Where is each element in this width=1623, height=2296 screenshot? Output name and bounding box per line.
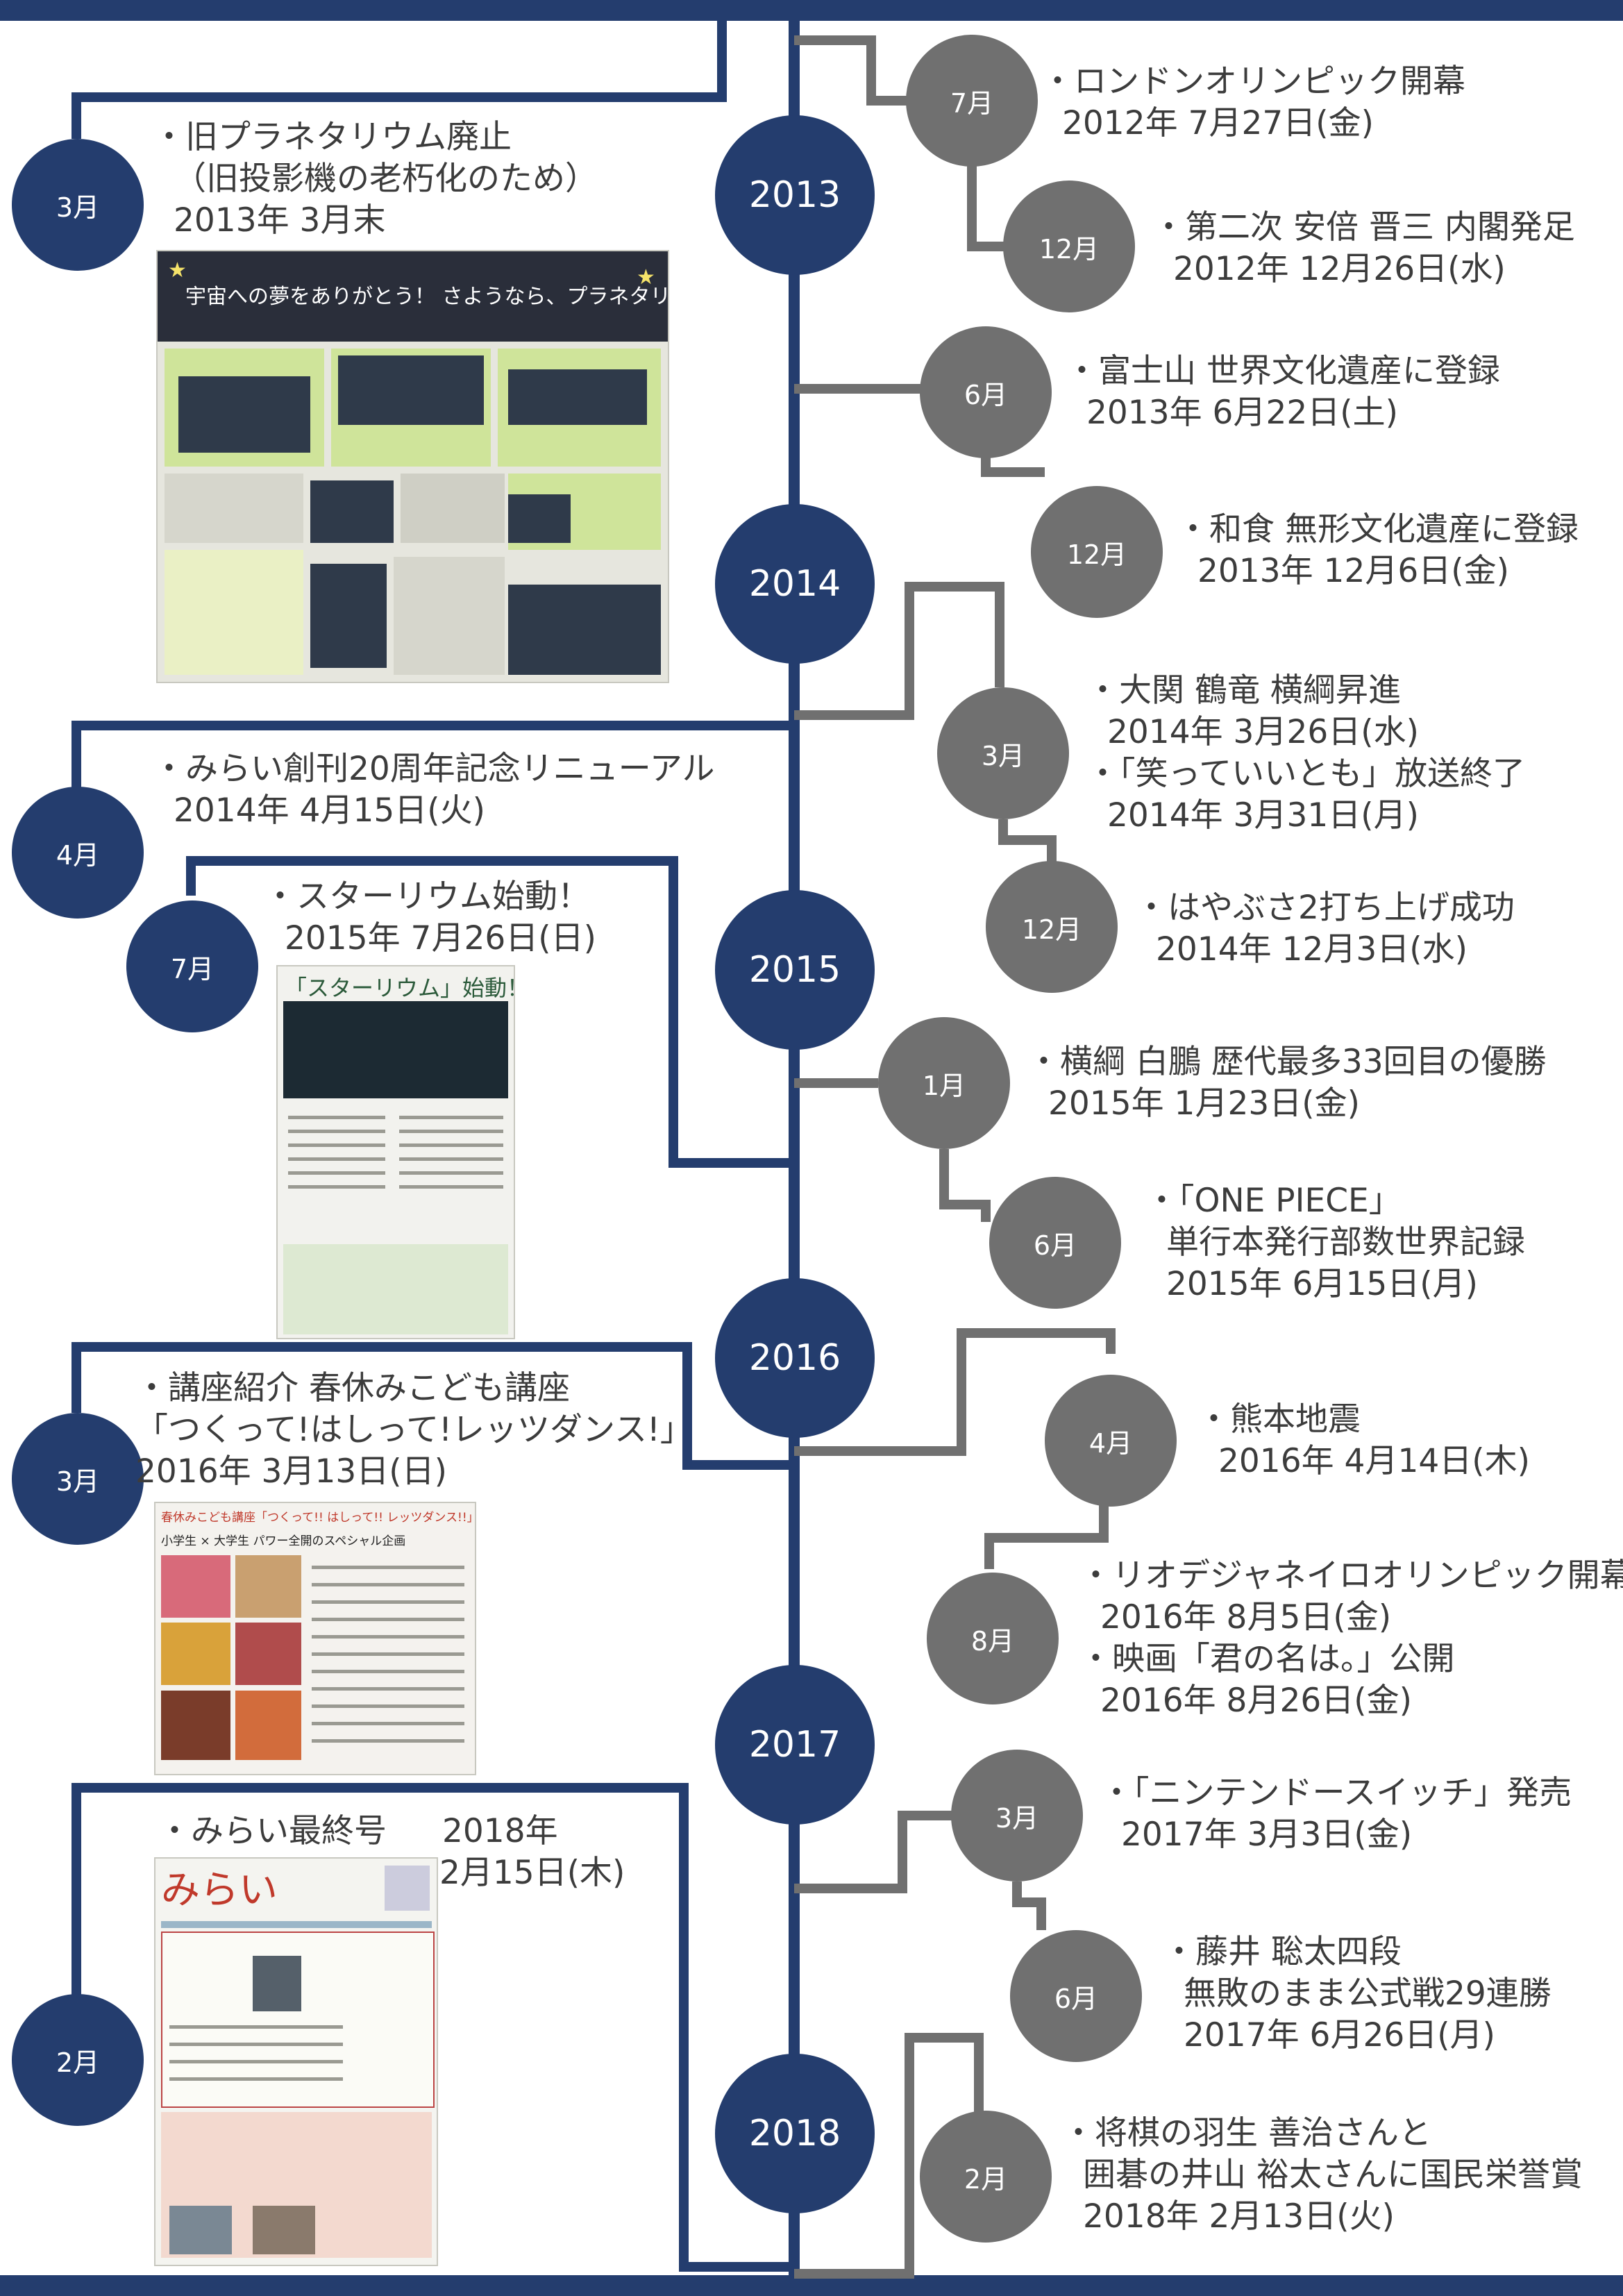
right-event-text: ・和食 無形文化遺産に登録 2013年 12月6日(金) — [1177, 510, 1579, 590]
month-circle-right: 3月 — [937, 687, 1069, 819]
left-connectors — [72, 21, 794, 2272]
newspaper-clipping-starium: 「スターリウム」始動！ — [276, 965, 515, 1339]
clipping-subheadline: 小学生 × 大学生 パワー全開のスペシャル企画 — [161, 1534, 406, 1548]
right-event-text: ・将棋の羽生 善治さんと 囲碁の井山 裕太さんに国民栄誉賞 2018年 2月13… — [1062, 2114, 1583, 2236]
clipping-headline: 宇宙への夢をありがとう！ さようなら、プラネタリウム — [185, 285, 669, 309]
newspaper-clipping-lecture: 春休みこども講座「つくって!! はしって!! レッツダンス!!」 小学生 × 大… — [154, 1502, 476, 1775]
right-event-text: ・富士山 世界文化遺産に登録 2013年 6月22日(土) — [1066, 352, 1500, 432]
right-event-text: ・熊本地震 2016年 4月14日(木) — [1197, 1400, 1530, 1480]
clipping-headline: 春休みこども講座「つくって!! はしって!! レッツダンス!!」 — [161, 1511, 476, 1525]
year-circle-2016: 2016 — [715, 1278, 875, 1438]
month-circle-left: 7月 — [126, 900, 258, 1032]
right-event-text: ・藤井 聡太四段 無敗のまま公式戦29連勝 2017年 6月26日(月) — [1163, 1933, 1551, 2054]
month-circle-right: 6月 — [1010, 1930, 1142, 2062]
right-event-text: ・第二次 安倍 晋三 内閣発足 2012年 12月26日(水) — [1152, 208, 1575, 288]
month-circle-right: 6月 — [920, 326, 1052, 458]
right-event-text: ・横綱 白鵬 歴代最多33回目の優勝 2015年 1月23日(金) — [1027, 1043, 1547, 1123]
left-event-text: ・講座紹介 春休みこども講座 「つくって!はしって!レッツダンス!」 2016年… — [135, 1369, 693, 1491]
clipping-headline: 「スターリウム」始動！ — [285, 975, 515, 1001]
month-circle-right: 12月 — [986, 861, 1118, 993]
newspaper-clipping-mirai: みらい — [154, 1857, 438, 2266]
month-circle-right: 7月 — [906, 35, 1038, 167]
month-circle-right: 3月 — [951, 1750, 1083, 1882]
right-event-text: ・リオデジャネイロオリンピック開幕 2016年 8月5日(金) ・映画「君の名は… — [1079, 1557, 1623, 1720]
year-circle-2018: 2018 — [715, 2054, 875, 2213]
month-circle-right: 12月 — [1003, 181, 1135, 312]
month-circle-right: 8月 — [927, 1573, 1059, 1704]
right-event-text: ・「ニンテンドースイッチ」発売 2017年 3月3日(金) — [1100, 1774, 1572, 1854]
month-circle-right: 1月 — [878, 1017, 1010, 1149]
left-event-text: ・みらい創刊20周年記念リニューアル 2014年 4月15日(火) — [153, 750, 715, 830]
newspaper-clipping-planetarium: 宇宙への夢をありがとう！ さようなら、プラネタリウム ★ ★ — [156, 250, 669, 683]
month-circle-left: 3月 — [12, 1413, 144, 1545]
year-circle-2013: 2013 — [715, 115, 875, 275]
top-bar — [0, 0, 1623, 21]
left-event-text: ・旧プラネタリウム廃止 （旧投影機の老朽化のため） 2013年 3月末 — [153, 118, 598, 240]
month-circle-left: 2月 — [12, 1994, 144, 2126]
month-circle-right: 6月 — [989, 1177, 1121, 1309]
month-circle-left: 4月 — [12, 787, 144, 919]
month-circle-right: 2月 — [920, 2111, 1052, 2243]
right-event-text: ・ロンドンオリンピック開幕 2012年 7月27日(金) — [1041, 62, 1465, 142]
year-circle-2017: 2017 — [715, 1665, 875, 1825]
year-circle-2015: 2015 — [715, 890, 875, 1050]
month-circle-right: 4月 — [1045, 1375, 1177, 1507]
star-icon: ★ — [168, 258, 187, 283]
right-event-text: ・はやぶさ2打ち上げ成功 2014年 12月3日(水) — [1135, 889, 1515, 969]
right-event-text: ・大関 鶴竜 横綱昇進 2014年 3月26日(水) ・「笑っていいとも」放送終… — [1086, 671, 1526, 835]
right-event-text: ・「ONE PIECE」 単行本発行部数世界記録 2015年 6月15日(月) — [1145, 1182, 1525, 1303]
year-circle-2014: 2014 — [715, 504, 875, 664]
star-icon: ★ — [637, 265, 655, 290]
left-event-text: ・スターリウム始動！ 2015年 7月26日(日) — [264, 878, 596, 957]
month-circle-right: 12月 — [1031, 486, 1163, 618]
month-circle-left: 3月 — [12, 139, 144, 271]
right-connectors — [794, 35, 1116, 2279]
mirai-logo: みらい — [161, 1868, 278, 1913]
main-axis — [789, 0, 800, 2296]
